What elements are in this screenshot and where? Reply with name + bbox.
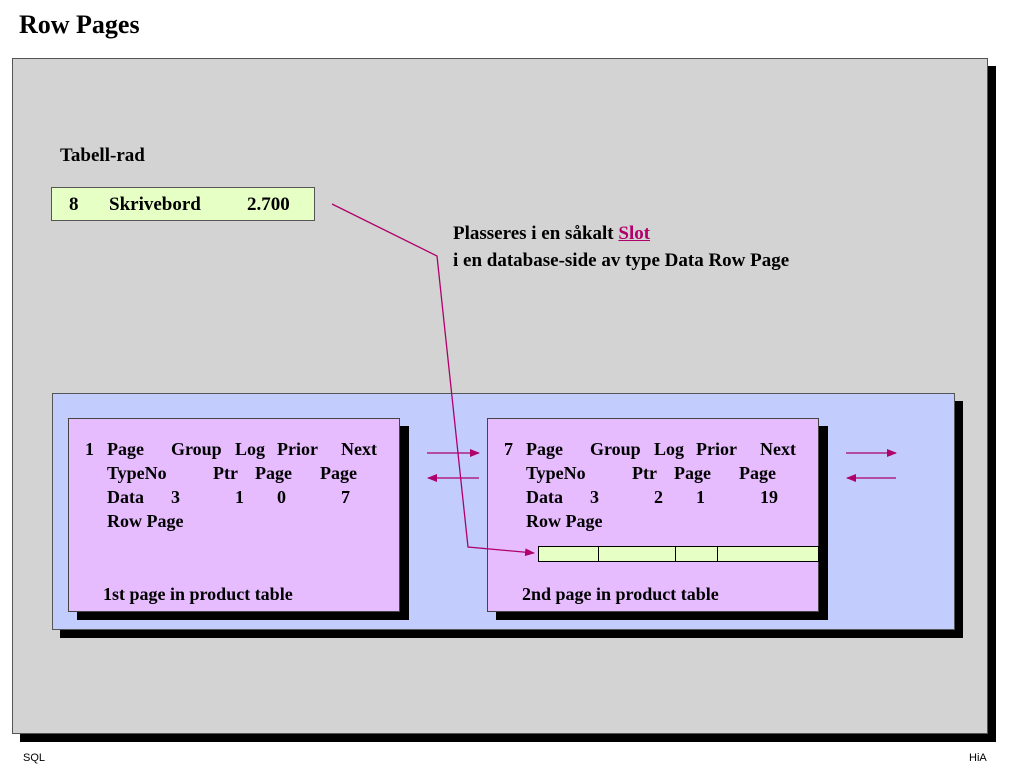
header-typeno: TypeNo bbox=[526, 463, 586, 483]
header-log: Log bbox=[654, 439, 685, 459]
header-data: Data bbox=[107, 487, 144, 507]
header-ptr: Ptr bbox=[213, 463, 238, 483]
log-ptr-value: 2 bbox=[654, 487, 663, 507]
row-page-label: Row Page bbox=[107, 511, 184, 531]
header-data: Data bbox=[526, 487, 563, 507]
header-next: Next bbox=[341, 439, 377, 459]
slot-cell bbox=[717, 546, 819, 562]
footer-left: SQL bbox=[23, 752, 46, 764]
header-page-lower: Page bbox=[255, 463, 292, 483]
group-value: 3 bbox=[171, 487, 180, 507]
page-number: 1 bbox=[85, 439, 94, 459]
slot-link[interactable]: Slot bbox=[618, 223, 651, 244]
page-caption: 2nd page in product table bbox=[522, 584, 719, 604]
next-value: 7 bbox=[341, 487, 350, 507]
header-page-lower-2: Page bbox=[739, 463, 776, 483]
header-prior: Prior bbox=[696, 439, 737, 459]
header-typeno: TypeNo bbox=[107, 463, 167, 483]
prior-value: 1 bbox=[696, 487, 705, 507]
page-number: 7 bbox=[504, 439, 513, 459]
description-prefix: Plasseres i en såkalt bbox=[453, 223, 614, 244]
row-id: 8 bbox=[69, 194, 79, 215]
page-caption: 1st page in product table bbox=[103, 584, 293, 604]
header-log: Log bbox=[235, 439, 266, 459]
log-ptr-value: 1 bbox=[235, 487, 244, 507]
header-page: Page bbox=[107, 439, 144, 459]
tabell-rad-label: Tabell-rad bbox=[60, 145, 145, 166]
prior-value: 0 bbox=[277, 487, 286, 507]
table-row-box: 8 Skrivebord 2.700 bbox=[51, 187, 315, 221]
group-value: 3 bbox=[590, 487, 599, 507]
header-page-lower-2: Page bbox=[320, 463, 357, 483]
row-price: 2.700 bbox=[247, 194, 290, 215]
footer-right: HiA bbox=[969, 752, 987, 764]
slot-pointer-line bbox=[331, 203, 535, 557]
header-ptr: Ptr bbox=[632, 463, 657, 483]
row-page-label: Row Page bbox=[526, 511, 603, 531]
page-box-1: 1 Page Group Log Prior Next TypeNo Ptr P… bbox=[68, 418, 400, 612]
description-line2: i en database-side av type Data Row Page bbox=[453, 250, 790, 271]
row-name: Skrivebord bbox=[109, 194, 201, 215]
header-group: Group bbox=[171, 439, 222, 459]
page-box-2: 7 Page Group Log Prior Next TypeNo Ptr P… bbox=[487, 418, 819, 612]
header-next: Next bbox=[760, 439, 796, 459]
header-page: Page bbox=[526, 439, 563, 459]
description-line1: Plasseres i en såkalt Slot bbox=[453, 223, 650, 245]
next-value: 19 bbox=[760, 487, 778, 507]
header-prior: Prior bbox=[277, 439, 318, 459]
slide-title: Row Pages bbox=[19, 10, 140, 39]
header-page-lower: Page bbox=[674, 463, 711, 483]
header-group: Group bbox=[590, 439, 641, 459]
